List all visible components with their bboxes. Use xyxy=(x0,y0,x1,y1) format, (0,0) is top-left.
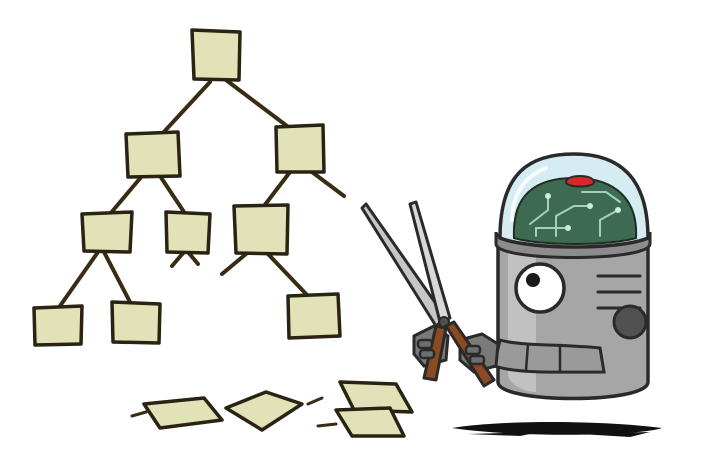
fallen-node-4 xyxy=(334,406,406,438)
trace-4 xyxy=(581,191,621,203)
trace-2 xyxy=(555,205,591,237)
shadow-stroke-2 xyxy=(580,432,650,437)
tree-nodes xyxy=(32,28,342,347)
fallen-stub-1 xyxy=(130,410,148,418)
branch-root-left xyxy=(160,80,212,136)
finger-1 xyxy=(416,338,434,350)
arm-joint-1 xyxy=(524,343,530,371)
robot-pupil xyxy=(526,273,540,287)
tree-node-left-left xyxy=(80,210,134,254)
branch-r2-right xyxy=(266,252,310,298)
tree-node-right xyxy=(274,123,326,174)
branch-r1-cut xyxy=(310,170,346,198)
fallen-node-3 xyxy=(338,380,414,414)
branch-l2-right xyxy=(102,250,132,304)
finger-3 xyxy=(464,344,482,356)
branch-r1-left xyxy=(262,170,292,208)
trace-5 xyxy=(535,227,569,237)
circuit-pads xyxy=(545,193,621,231)
branch-r2-stub xyxy=(220,252,248,276)
branch-c2-stub1 xyxy=(170,250,186,268)
pad-1 xyxy=(545,193,551,199)
tree-leaf-1 xyxy=(32,304,84,347)
tree-node-left-right xyxy=(164,210,212,255)
fallen-node-2 xyxy=(224,390,304,432)
shadow-main xyxy=(452,422,662,435)
robot-fingers xyxy=(416,338,486,366)
ground-shadow xyxy=(452,422,662,437)
pad-2 xyxy=(587,203,593,209)
robot-eye xyxy=(514,262,566,314)
tree-node-root xyxy=(190,28,242,82)
fallen-node-1 xyxy=(142,396,224,430)
robot xyxy=(412,152,652,401)
trace-1 xyxy=(529,195,549,225)
tree-node-left xyxy=(124,130,182,179)
pad-3 xyxy=(615,207,621,213)
finger-2 xyxy=(418,348,436,360)
finger-4 xyxy=(468,354,486,366)
fallen-stub-2 xyxy=(306,396,324,406)
fallen-stub-3 xyxy=(316,422,338,428)
tree-leaf-3 xyxy=(286,292,342,340)
branch-l2-left xyxy=(58,250,100,308)
robot-shoulder xyxy=(612,304,648,340)
tree-branches xyxy=(58,78,346,308)
shears-blade-right xyxy=(408,200,452,324)
robot-arm-joints xyxy=(524,343,562,372)
pad-4 xyxy=(565,225,571,231)
dome-glare xyxy=(510,166,548,222)
tree-node-right-left xyxy=(232,203,290,256)
shadow-stroke-1 xyxy=(468,432,540,436)
robot-red-light xyxy=(564,175,596,188)
fallen-nodes xyxy=(142,380,414,438)
tree-leaf-2 xyxy=(110,300,162,345)
branch-root-right xyxy=(224,78,289,128)
branch-l1-left xyxy=(108,174,144,216)
robot-front-arm xyxy=(492,338,606,374)
trace-3 xyxy=(599,209,619,237)
branch-l1-right xyxy=(158,174,186,214)
circuit-traces xyxy=(529,191,621,237)
fallen-node-stubs xyxy=(130,396,338,428)
